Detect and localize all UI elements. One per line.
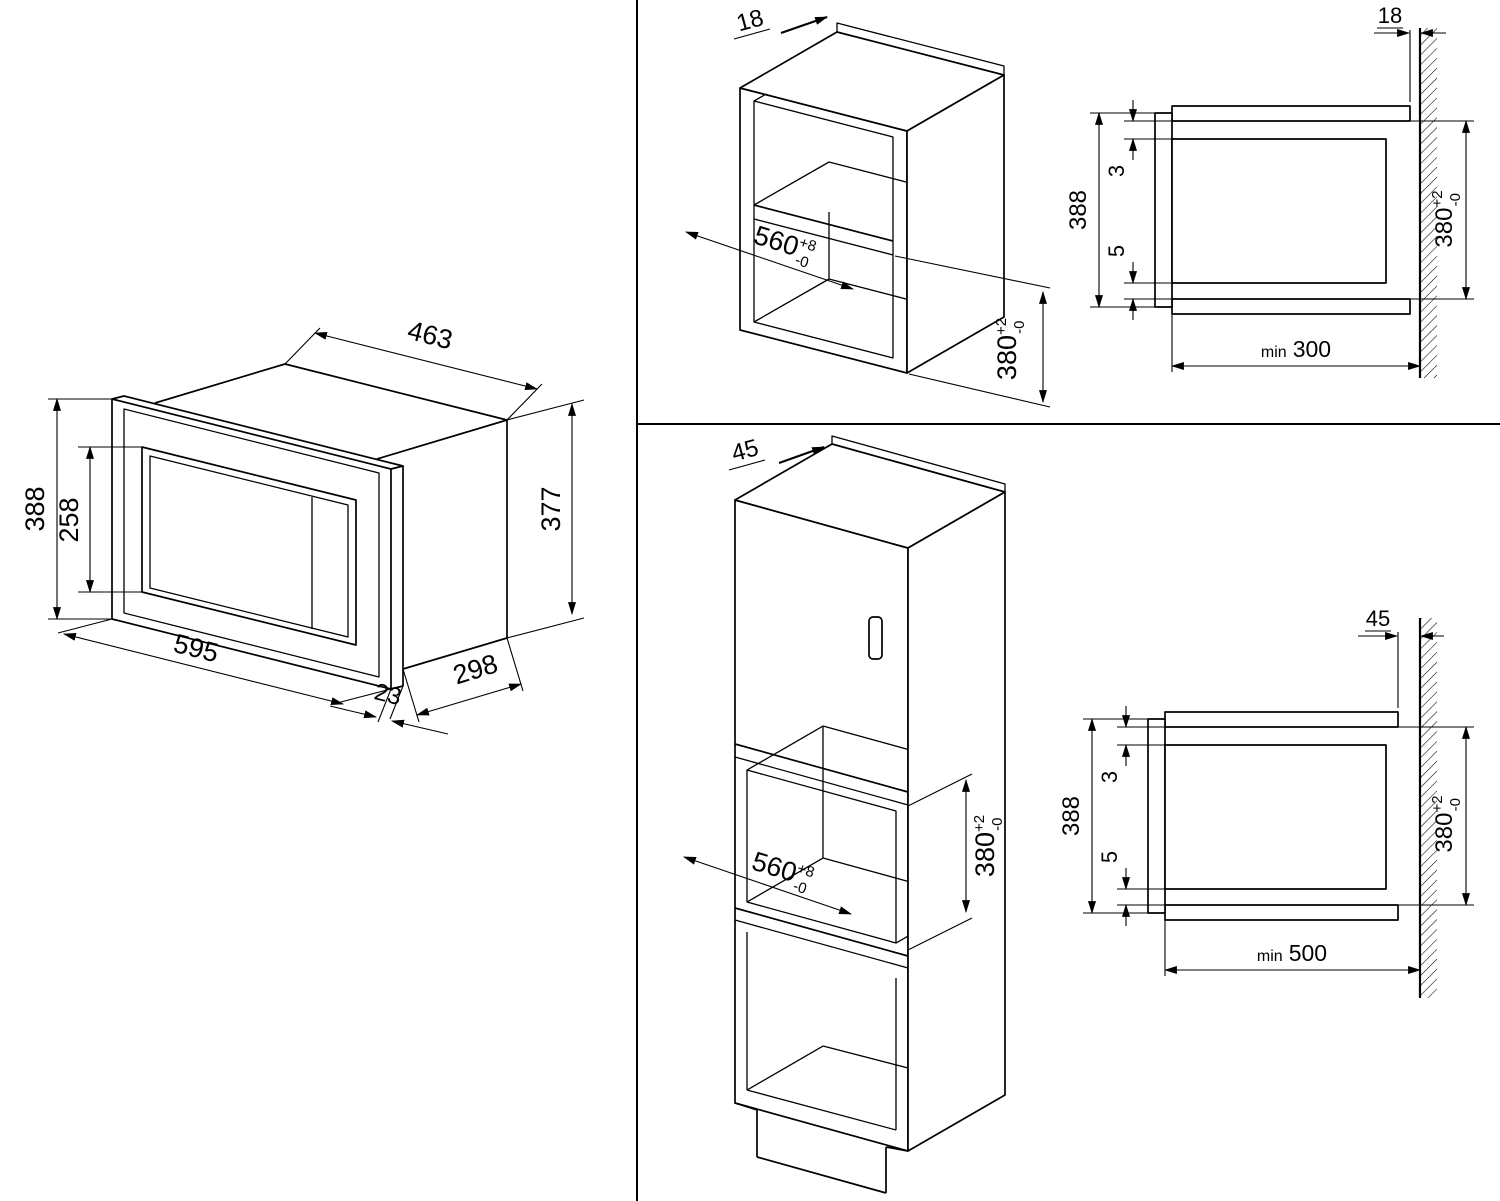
tall-cabinet-cutout-view: 45 560+8-0 380+2-0 xyxy=(682,434,1006,1194)
appliance-front-frame xyxy=(1147,718,1166,914)
bottom-panel xyxy=(1171,298,1411,315)
dim-label-niche-height: 380+2-0 xyxy=(1429,190,1464,247)
dim-label-bottom-gap: 5 xyxy=(1097,851,1122,863)
dim-niche-height-380: 380+2-0 xyxy=(1398,725,1474,907)
tall-cabinet-outline xyxy=(734,435,1006,1194)
dim-top-gap-3: 3 xyxy=(1104,100,1172,177)
dim-niche-height-380: 380+2-0 xyxy=(907,773,1006,951)
top-panel xyxy=(1171,105,1411,122)
dim-wall-clearance-45: 45 xyxy=(1358,606,1444,708)
appliance-front-frame xyxy=(1154,112,1173,308)
dim-label-front-height: 388 xyxy=(1058,796,1085,836)
cabinet-right-face xyxy=(906,74,1005,374)
tall-cabinet-side-section: 45 388 3 5 380+2-0 xyxy=(1058,606,1474,998)
dim-front-height-388: 388 xyxy=(20,397,112,621)
bottom-panel xyxy=(1164,904,1399,921)
dim-label-front-height: 388 xyxy=(1065,190,1092,230)
dim-label-window-height: 258 xyxy=(54,497,84,542)
wall-hatch xyxy=(1421,28,1437,378)
dim-label-body-depth: 298 xyxy=(449,648,501,690)
dim-label-body-height: 377 xyxy=(536,486,566,531)
dim-panel-thickness-45: 45 xyxy=(729,434,826,471)
dim-niche-height-380: 380+2-0 xyxy=(1410,119,1474,301)
panel-dividers xyxy=(636,0,1500,1201)
dim-bott-gap-5: 5 xyxy=(1104,245,1172,320)
appliance-body xyxy=(1171,138,1387,284)
dim-panel-thickness-18: 18 xyxy=(734,4,829,40)
dim-wall-clearance-18: 18 xyxy=(1374,3,1446,102)
wall-cabinet-side-section: 18 388 3 5 380+2-0 xyxy=(1065,3,1474,378)
dim-front-height-388: 388 xyxy=(1065,111,1155,309)
dim-label-wall-clearance: 18 xyxy=(1378,3,1402,28)
dim-label-niche-height: 380+2-0 xyxy=(1429,795,1464,852)
top-panel xyxy=(1164,711,1399,728)
dim-bottom-gap-5: 5 xyxy=(1097,851,1165,926)
dim-niche-height-380: 380+2-0 xyxy=(894,255,1051,408)
dim-label-top-width: 463 xyxy=(405,315,456,355)
dim-label-top-gap: 3 xyxy=(1097,771,1122,783)
plinth xyxy=(734,1102,909,1194)
dim-label-niche-height: 380+2-0 xyxy=(992,318,1028,380)
door-glass xyxy=(141,446,357,646)
dim-window-height-258: 258 xyxy=(54,445,142,594)
dim-label-front-height: 388 xyxy=(20,486,50,531)
dim-label-frame-depth: 23 xyxy=(372,678,404,711)
dim-top-width-463: 463 xyxy=(284,315,543,421)
dim-front-height-388: 388 xyxy=(1058,717,1148,915)
cabinet-front-face xyxy=(734,499,909,1152)
dim-label-panel-thickness: 18 xyxy=(734,4,767,37)
dim-top-gap-3: 3 xyxy=(1097,706,1165,783)
wall-hatch xyxy=(1421,618,1437,998)
microwave-outline xyxy=(111,363,508,690)
dim-label-top-gap: 3 xyxy=(1104,165,1129,177)
wall-cabinet-outline xyxy=(739,22,1005,374)
door-handle xyxy=(868,616,883,660)
dim-label-bottom-gap: 5 xyxy=(1104,245,1129,257)
dim-label-wall-clearance: 45 xyxy=(1366,606,1390,631)
wall-cabinet-cutout-view: 18 560+8-0 380+2-0 xyxy=(684,4,1051,408)
microwave-dimension-view: 463 388 258 377 595 xyxy=(20,315,585,735)
dim-frame-depth-23: 23 xyxy=(329,678,449,735)
dim-label-niche-height: 380+2-0 xyxy=(970,815,1006,877)
appliance-body xyxy=(1164,744,1387,890)
dim-body-height-377: 377 xyxy=(506,399,585,639)
